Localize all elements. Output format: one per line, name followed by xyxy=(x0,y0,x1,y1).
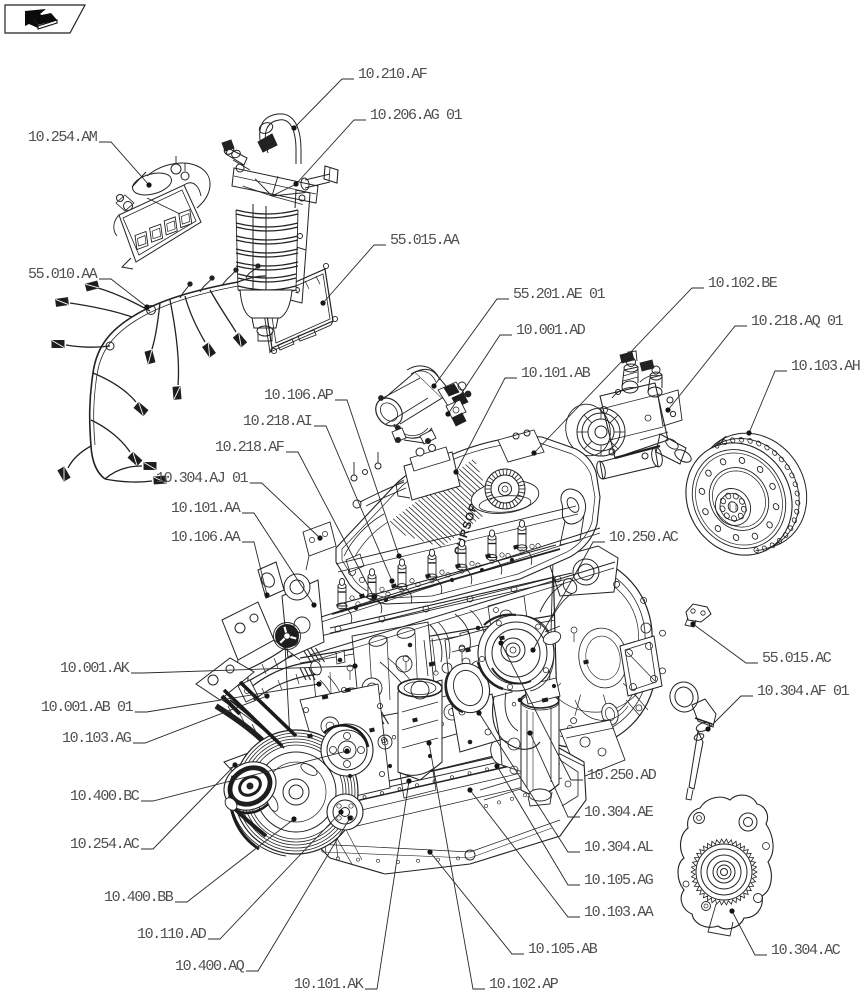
svg-text:10.400.BB: 10.400.BB xyxy=(104,889,174,906)
svg-text:55.015.AC: 55.015.AC xyxy=(762,650,832,667)
svg-text:10.210.AF: 10.210.AF xyxy=(358,66,427,83)
svg-text:10.103.AH: 10.103.AH xyxy=(791,358,860,375)
svg-text:55.201.AE 01: 55.201.AE 01 xyxy=(513,286,606,303)
svg-text:10.250.AD: 10.250.AD xyxy=(587,767,657,784)
svg-text:10.110.AD: 10.110.AD xyxy=(137,926,207,943)
svg-text:10.218.AF: 10.218.AF xyxy=(215,439,284,456)
svg-text:10.103.AG: 10.103.AG xyxy=(62,730,132,747)
svg-text:10.254.AM: 10.254.AM xyxy=(28,129,98,146)
svg-text:10.001.AK: 10.001.AK xyxy=(60,660,130,677)
svg-text:10.250.AC: 10.250.AC xyxy=(609,529,679,546)
svg-text:10.106.AA: 10.106.AA xyxy=(171,529,241,546)
svg-text:10.254.AC: 10.254.AC xyxy=(70,836,140,853)
svg-text:10.304.AE: 10.304.AE xyxy=(584,804,654,821)
svg-text:10.304.AJ 01: 10.304.AJ 01 xyxy=(156,470,249,487)
svg-text:10.001.AD: 10.001.AD xyxy=(516,322,586,339)
svg-text:10.105.AB: 10.105.AB xyxy=(528,941,598,958)
svg-text:10.001.AB 01: 10.001.AB 01 xyxy=(41,699,134,716)
svg-text:10.103.AA: 10.103.AA xyxy=(584,904,654,921)
svg-text:10.105.AG: 10.105.AG xyxy=(584,872,654,889)
svg-text:10.101.AK: 10.101.AK xyxy=(294,976,364,993)
svg-text:10.400.AQ: 10.400.AQ xyxy=(175,958,245,975)
svg-text:10.206.AG 01: 10.206.AG 01 xyxy=(370,107,463,124)
svg-text:10.106.AP: 10.106.AP xyxy=(264,387,334,404)
svg-text:55.015.AA: 55.015.AA xyxy=(390,232,460,249)
svg-text:10.218.AQ 01: 10.218.AQ 01 xyxy=(751,313,844,330)
svg-text:10.304.AC: 10.304.AC xyxy=(771,942,841,959)
svg-text:10.101.AA: 10.101.AA xyxy=(171,500,241,517)
svg-text:10.400.BC: 10.400.BC xyxy=(70,788,140,805)
svg-text:10.101.AB: 10.101.AB xyxy=(521,365,591,382)
svg-text:10.304.AF 01: 10.304.AF 01 xyxy=(757,683,850,700)
svg-text:55.010.AA: 55.010.AA xyxy=(28,266,98,283)
svg-text:10.304.AL: 10.304.AL xyxy=(584,839,654,856)
svg-text:10.218.AI: 10.218.AI xyxy=(243,413,312,430)
svg-text:10.102.AP: 10.102.AP xyxy=(489,976,559,993)
svg-text:10.102.BE: 10.102.BE xyxy=(708,275,778,292)
